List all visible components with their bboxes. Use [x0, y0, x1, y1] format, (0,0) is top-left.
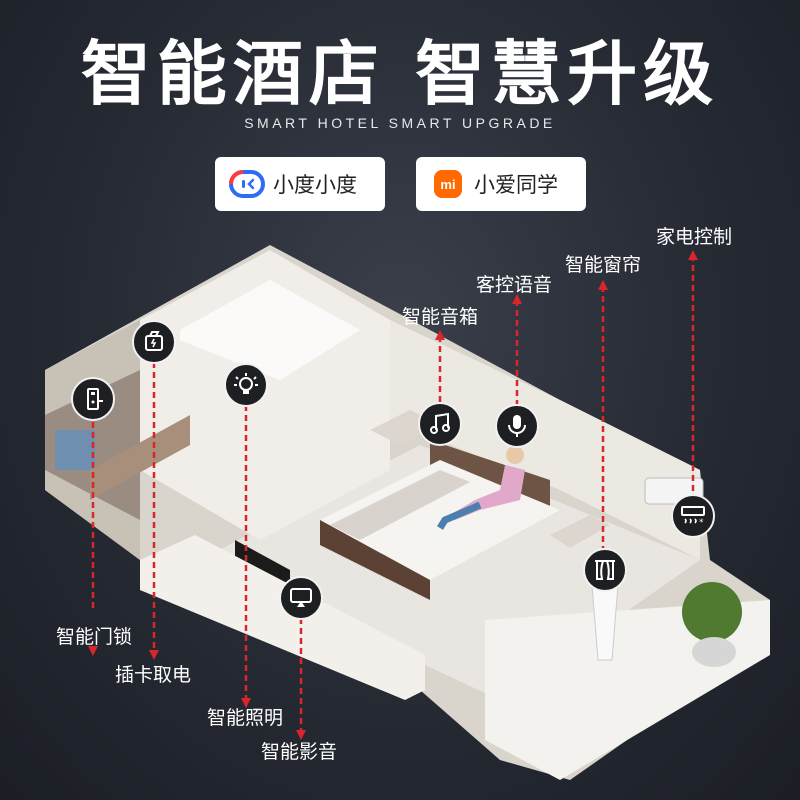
arrow-smart-lighting — [241, 698, 251, 708]
plant-pot — [692, 637, 736, 667]
label-voice-control: 客控语音 — [476, 274, 553, 296]
arrow-smart-av — [296, 730, 306, 740]
label-smart-lock: 智能门锁 — [56, 626, 133, 648]
page-title: 智能酒店 智慧升级 — [80, 33, 720, 115]
smart-speaker-icon — [418, 402, 462, 446]
arrow-voice-control — [512, 294, 522, 304]
nightstand-right — [550, 515, 610, 548]
xiaodu-badge: 小度小度 — [215, 157, 385, 211]
bathroom-inner — [180, 280, 360, 380]
arrow-smart-curtain — [598, 280, 608, 290]
curtain-icon — [583, 548, 627, 592]
smart-lighting-icon — [224, 363, 268, 407]
tv-console — [140, 535, 425, 700]
arrow-card-power — [149, 650, 159, 660]
label-appliance-control: 家电控制 — [656, 226, 733, 248]
smart-lock-icon — [71, 377, 115, 421]
label-smart-curtain: 智能窗帘 — [565, 254, 642, 276]
card-power-icon — [132, 320, 176, 364]
bedroom-back-wall — [390, 320, 700, 560]
label-card-power: 插卡取电 — [115, 664, 192, 686]
page-subtitle: SMART HOTEL SMART UPGRADE — [244, 115, 556, 131]
desk-counter — [90, 415, 190, 500]
person-head — [506, 446, 524, 464]
arrow-appliance-control — [688, 250, 698, 260]
svg-text:*: * — [699, 518, 704, 527]
bed-side — [320, 520, 430, 600]
xiaodu-logo-icon — [229, 170, 265, 198]
label-smart-av: 智能影音 — [261, 741, 338, 763]
arrow-smart-speaker — [435, 330, 445, 340]
plant-leaves — [682, 582, 742, 642]
label-smart-speaker: 智能音箱 — [402, 306, 479, 328]
mi-logo-text: mi — [440, 177, 455, 192]
xiaoai-badge: mi 小爱同学 — [416, 157, 586, 211]
bed-runner — [330, 470, 470, 540]
smart-av-icon — [279, 576, 323, 620]
mi-logo-icon: mi — [434, 170, 462, 198]
air-conditioner-icon: * — [671, 494, 715, 538]
wardrobe-clothes — [55, 430, 95, 470]
xiaodu-label: 小度小度 — [273, 173, 357, 197]
arrow-smart-lock — [88, 646, 98, 656]
xiaoai-label: 小爱同学 — [474, 173, 558, 197]
label-smart-lighting: 智能照明 — [207, 707, 284, 729]
person-legs — [437, 501, 482, 530]
microphone-icon — [495, 404, 539, 448]
